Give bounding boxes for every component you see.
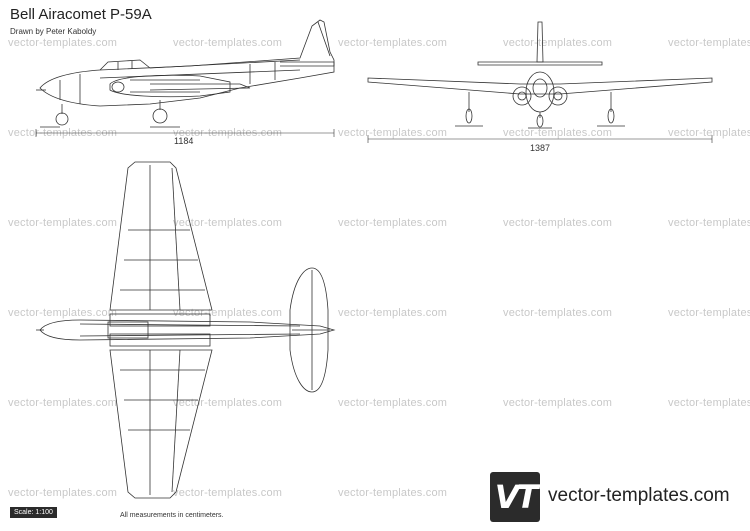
watermark: vector-templates.com bbox=[8, 487, 118, 499]
watermark-row: vector-templates.com vector-templates.co… bbox=[0, 307, 750, 319]
watermark: vector-templates.com bbox=[173, 217, 283, 229]
watermark: vector-templates.com bbox=[668, 307, 750, 319]
watermark-row: vector-templates.com vector-templates.co… bbox=[0, 217, 750, 229]
watermark: vector-templates.com bbox=[668, 217, 750, 229]
watermark: vector-templates.com bbox=[503, 127, 613, 139]
watermark-row: vector-templates.com vector-templates.co… bbox=[0, 37, 750, 49]
vt-logo-icon: VT bbox=[490, 472, 540, 522]
watermark: vector-templates.com bbox=[503, 397, 613, 409]
page-title: Bell Airacomet P-59A bbox=[10, 6, 152, 23]
watermark: vector-templates.com bbox=[338, 217, 448, 229]
watermark: vector-templates.com bbox=[8, 397, 118, 409]
top-view bbox=[36, 161, 336, 499]
watermark: vector-templates.com bbox=[338, 487, 448, 499]
scale-badge: Scale: 1:100 bbox=[10, 507, 57, 518]
watermark: vector-templates.com bbox=[503, 37, 613, 49]
watermark: vector-templates.com bbox=[8, 307, 118, 319]
watermark: vector-templates.com bbox=[173, 37, 283, 49]
measurement-note: All measurements in centimeters. bbox=[120, 512, 224, 519]
watermark: vector-templates.com bbox=[338, 37, 448, 49]
side-view bbox=[35, 19, 335, 137]
watermark: vector-templates.com bbox=[503, 217, 613, 229]
watermark: vector-templates.com bbox=[173, 487, 283, 499]
watermark-row: vector-templates.com vector-templates.co… bbox=[0, 397, 750, 409]
wingspan-dimension: 1387 bbox=[530, 143, 551, 153]
brand-site: vector-templates.com bbox=[548, 485, 730, 506]
side-length-dimension: 1184 bbox=[174, 136, 194, 146]
watermark: vector-templates.com bbox=[668, 397, 750, 409]
watermark: vector-templates.com bbox=[503, 307, 613, 319]
watermark: vector-templates.com bbox=[8, 217, 118, 229]
watermark: vector-templates.com bbox=[8, 37, 118, 49]
watermark: vector-templates.com bbox=[668, 127, 750, 139]
watermark: vector-templates.com bbox=[668, 37, 750, 49]
watermark-row: vector-templates.com vector-templates.co… bbox=[0, 487, 750, 499]
author-credit: Drawn by Peter Kaboldy bbox=[10, 27, 97, 36]
watermark: vector-templates.com bbox=[173, 397, 283, 409]
front-view bbox=[367, 21, 713, 143]
watermark: vector-templates.com bbox=[338, 127, 448, 139]
watermark: vector-templates.com bbox=[338, 397, 448, 409]
watermark: vector-templates.com bbox=[338, 307, 448, 319]
